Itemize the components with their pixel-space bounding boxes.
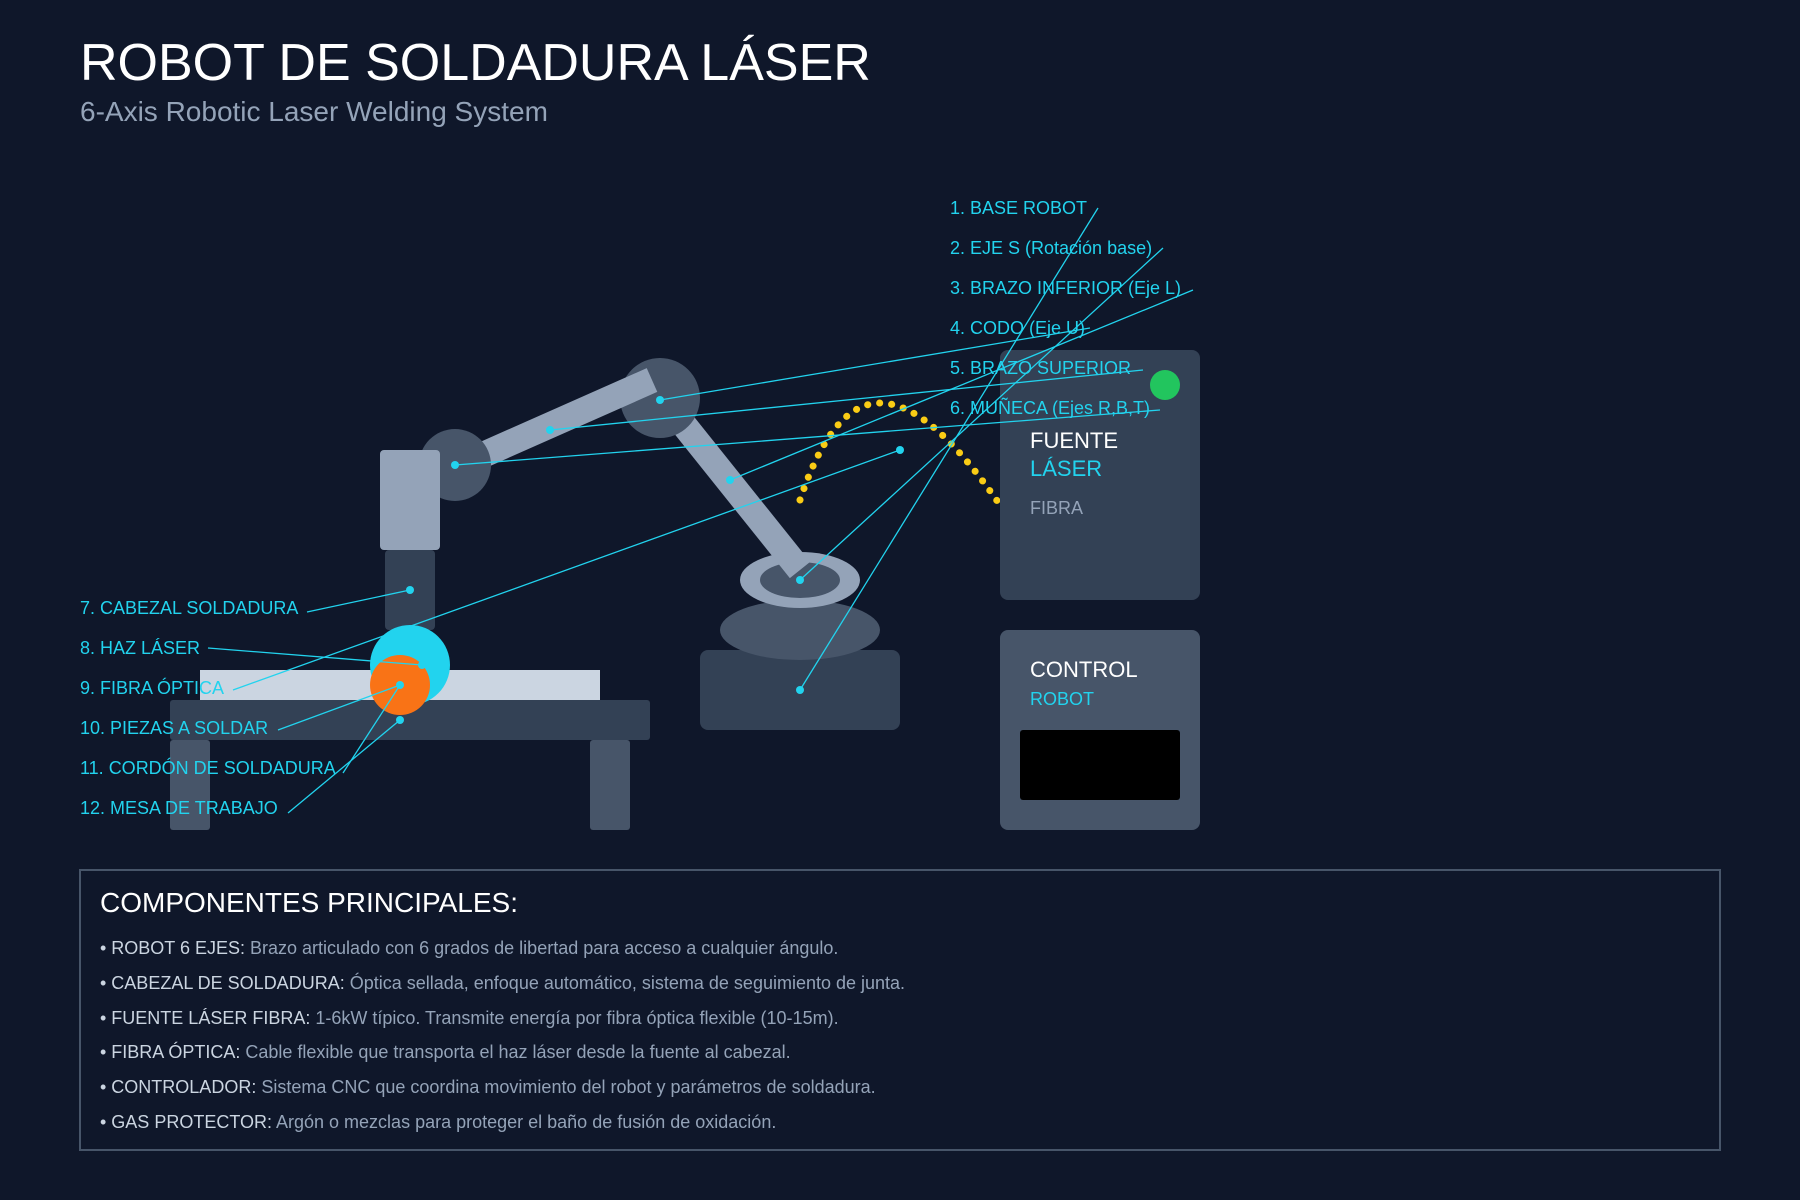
leader-line-1 — [799, 207, 1099, 691]
components-panel: COMPONENTES PRINCIPALES: • ROBOT 6 EJES:… — [79, 869, 1721, 1151]
label-upper-arm: 5. BRAZO SUPERIOR — [950, 358, 1131, 378]
label-optical-fiber: 9. FIBRA ÓPTICA — [80, 677, 224, 698]
controller-screen — [1020, 730, 1180, 800]
component-item: • CONTROLADOR: Sistema CNC que coordina … — [100, 1077, 876, 1097]
component-item: • FUENTE LÁSER FIBRA: 1-6kW típico. Tran… — [100, 1008, 839, 1028]
controller-accent: ROBOT — [1030, 689, 1094, 709]
label-lower-arm: 3. BRAZO INFERIOR (Eje L) — [950, 278, 1181, 298]
leader-dot-10 — [396, 681, 404, 689]
leader-line-6 — [454, 409, 1161, 466]
leader-dot-12 — [396, 716, 404, 724]
components-panel-title: COMPONENTES PRINCIPALES: — [100, 887, 518, 918]
label-elbow: 4. CODO (Eje U) — [950, 318, 1085, 338]
controller-title: CONTROL — [1030, 657, 1138, 682]
laser-source-title: FUENTE — [1030, 428, 1118, 453]
laser-source-type: FIBRA — [1030, 498, 1083, 518]
robot-base — [700, 552, 900, 730]
laser-source-accent: LÁSER — [1030, 456, 1102, 481]
leader-dot-1 — [796, 686, 804, 694]
label-work-table: 12. MESA DE TRABAJO — [80, 798, 278, 818]
upper-arm — [452, 368, 658, 478]
leader-dot-9 — [896, 446, 904, 454]
status-led-icon — [1150, 370, 1180, 400]
leader-dot-4 — [656, 396, 664, 404]
leader-line-4 — [659, 327, 1091, 401]
laser-source-cabinet — [1000, 350, 1200, 600]
controller-box: CONTROL ROBOT — [1000, 630, 1200, 830]
leader-dot-3 — [726, 476, 734, 484]
leader-lines — [207, 207, 1194, 814]
label-base-robot: 1. BASE ROBOT — [950, 198, 1087, 218]
label-welding-head: 7. CABEZAL SOLDADURA — [80, 598, 298, 618]
leader-dot-6 — [451, 461, 459, 469]
page-subtitle: 6-Axis Robotic Laser Welding System — [80, 96, 548, 127]
leader-line-8 — [207, 647, 423, 666]
label-weld-bead: 11. CORDÓN DE SOLDADURA — [80, 757, 336, 778]
label-workpieces: 10. PIEZAS A SOLDAR — [80, 718, 268, 738]
component-item: • GAS PROTECTOR: Argón o mezclas para pr… — [100, 1112, 776, 1132]
leader-line-5 — [549, 369, 1144, 431]
table-leg-left — [170, 740, 210, 830]
leader-line-7 — [306, 589, 411, 613]
laser-source-box: FUENTE LÁSER FIBRA — [1000, 350, 1200, 600]
work-table — [170, 700, 650, 830]
fiber-optic-cable — [796, 399, 1004, 509]
table-leg-right — [590, 740, 630, 830]
component-item: • CABEZAL DE SOLDADURA: Óptica sellada, … — [100, 972, 905, 993]
leader-dot-2 — [796, 576, 804, 584]
components-panel-border — [79, 869, 1721, 1151]
component-item: • FIBRA ÓPTICA: Cable flexible que trans… — [100, 1041, 791, 1062]
leader-line-10 — [277, 684, 401, 731]
leader-line-11 — [342, 684, 401, 774]
leader-dot-8 — [418, 661, 426, 669]
welding-head — [380, 450, 440, 630]
leader-line-12 — [287, 719, 401, 814]
table-top — [170, 700, 650, 740]
label-s-axis: 2. EJE S (Rotación base) — [950, 238, 1152, 258]
leader-line-2 — [799, 247, 1164, 581]
head-housing — [380, 450, 440, 550]
page-title: ROBOT DE SOLDADURA LÁSER — [80, 34, 871, 92]
robot-base-plate — [720, 600, 880, 660]
leader-dot-5 — [546, 426, 554, 434]
leader-dot-7 — [406, 586, 414, 594]
component-item: • ROBOT 6 EJES: Brazo articulado con 6 g… — [100, 938, 838, 958]
label-laser-beam: 8. HAZ LÁSER — [80, 638, 200, 658]
leader-line-3 — [729, 289, 1194, 481]
leader-line-9 — [232, 449, 901, 691]
label-wrist: 6. MUÑECA (Ejes R,B,T) — [950, 397, 1150, 418]
